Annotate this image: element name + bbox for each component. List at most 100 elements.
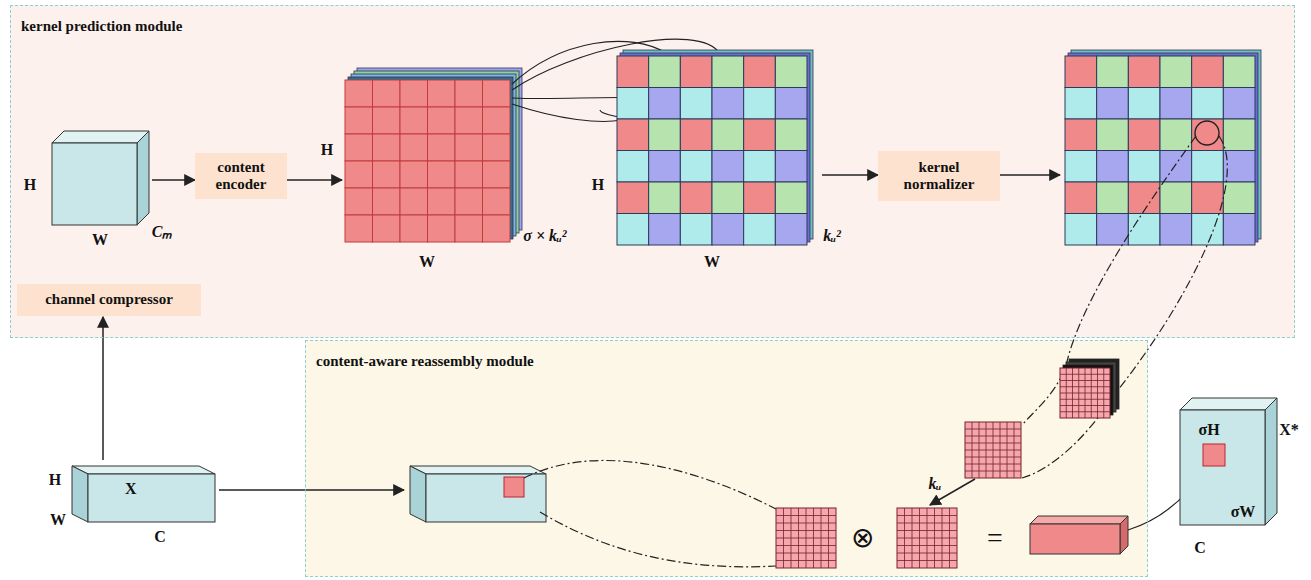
- kernel-grid: [897, 553, 957, 554]
- tensor-cell: [617, 151, 649, 183]
- dimension-label: σH: [1198, 421, 1219, 439]
- tensor-layer: [351, 74, 516, 236]
- tensor-cell: [1160, 214, 1192, 246]
- tensor-cell: [1192, 56, 1224, 88]
- tensor-cell: [712, 56, 744, 88]
- dimension-label: C: [1194, 539, 1206, 557]
- compressed-feature-cube: [52, 131, 149, 225]
- dimension-label: σ × kᵤ²: [523, 227, 566, 245]
- kernel-grid: [813, 508, 814, 568]
- kernel-face: [965, 422, 1021, 478]
- tensor-cell: [400, 107, 428, 134]
- kernel-face: [776, 508, 836, 568]
- tensor-cell: [400, 188, 428, 215]
- tensor-cell: [1192, 151, 1224, 183]
- tensor-cell: [373, 107, 401, 134]
- tensor-cell: [483, 215, 511, 242]
- tensor-cell: [455, 107, 483, 134]
- tensor-cell: [617, 88, 649, 120]
- kernel-grid: [828, 508, 829, 568]
- cube-top: [52, 131, 149, 143]
- neighbourhood-patch: [504, 477, 524, 497]
- region-fill: [10, 5, 1295, 338]
- tensor-cell: [345, 161, 373, 188]
- tensor-layer: [357, 68, 522, 230]
- tensor-cell: [455, 188, 483, 215]
- tensor-cell: [775, 119, 807, 151]
- dash-dot-link: [1022, 136, 1196, 425]
- dimension-label: H: [24, 176, 36, 194]
- region-fill: [305, 340, 1148, 577]
- tensor-cell: [680, 88, 712, 120]
- tensor-cell: [1160, 182, 1192, 214]
- cube-side: [1265, 398, 1277, 525]
- kernel-grid: [942, 508, 943, 568]
- tensor-cell: [455, 215, 483, 242]
- cube-side: [410, 466, 426, 522]
- tensor-cell: [483, 188, 511, 215]
- cube-top: [72, 466, 215, 474]
- kernel-grid: [949, 508, 950, 568]
- tensor-cell: [649, 182, 681, 214]
- dimension-label: H: [321, 141, 333, 159]
- kernel-stack: [1060, 359, 1119, 418]
- dimension-label: W: [419, 253, 435, 271]
- cube-front: [88, 474, 215, 522]
- operator-symbol: =: [987, 522, 1003, 554]
- kernel-grid: [897, 545, 957, 546]
- dimension-label: =: [987, 522, 1003, 554]
- dimension-label: σH: [1198, 421, 1219, 439]
- dimension-label: H: [321, 141, 333, 159]
- kernel-grid: [965, 471, 1021, 472]
- tensor-cell: [455, 134, 483, 161]
- tensor-cell: [428, 161, 456, 188]
- feature-patch: [776, 508, 836, 568]
- cube-outline: [70, 458, 218, 524]
- kernel-grid: [965, 457, 1021, 458]
- tensor-cell: [617, 119, 649, 151]
- tensor-cell: [373, 161, 401, 188]
- location-marker: [1195, 121, 1219, 145]
- tensor-cell: [1160, 151, 1192, 183]
- kernel-grid: [1060, 399, 1110, 400]
- tensor-cell: [1160, 119, 1192, 151]
- dimension-label: kᵤ: [929, 475, 942, 493]
- dimension-label: C: [154, 528, 166, 546]
- module-heading: content-aware reassembly module: [316, 353, 534, 370]
- tensor-cell: [712, 182, 744, 214]
- tensor-layer: [623, 50, 813, 239]
- dimension-label: kᵤ: [929, 475, 942, 493]
- tensor-cell: [1097, 151, 1129, 183]
- tensor-cell: [1223, 151, 1255, 183]
- dimension-label: kᵤ²: [823, 227, 841, 245]
- box-label: kernel normalizer: [882, 159, 996, 194]
- tensor-cell: [400, 80, 428, 107]
- tensor-cell: [1065, 88, 1097, 120]
- cube-top: [1030, 516, 1128, 524]
- tensor-cell: [1097, 182, 1129, 214]
- tensor-cell: [1160, 56, 1192, 88]
- module-region: kernel prediction modulechannel compress…: [10, 5, 1295, 338]
- tensor-layer: [354, 71, 519, 233]
- dimension-label: σW: [1231, 503, 1256, 521]
- arrow: [152, 179, 195, 181]
- tensor-cell: [1128, 151, 1160, 183]
- dimension-label: ⊗: [851, 522, 874, 554]
- kernel-grid: [897, 560, 957, 561]
- tensor-cell: [483, 161, 511, 188]
- dash-dot-link: [524, 460, 776, 509]
- tensor-cell: [649, 56, 681, 88]
- tensor-cell: [1223, 182, 1255, 214]
- tensor-cell: [744, 88, 776, 120]
- tensor-cell: [649, 88, 681, 120]
- kernel-grid: [1091, 368, 1092, 418]
- kernel-grid: [897, 538, 957, 539]
- applied-kernel: [897, 508, 957, 568]
- tensor-cell: [1223, 119, 1255, 151]
- arrow: [219, 489, 404, 491]
- tensor-cell: [712, 119, 744, 151]
- tensor-cell: [1223, 214, 1255, 246]
- dimension-label: C: [1194, 539, 1206, 557]
- kernel-face: [897, 508, 957, 568]
- tensor-cell: [1223, 88, 1255, 120]
